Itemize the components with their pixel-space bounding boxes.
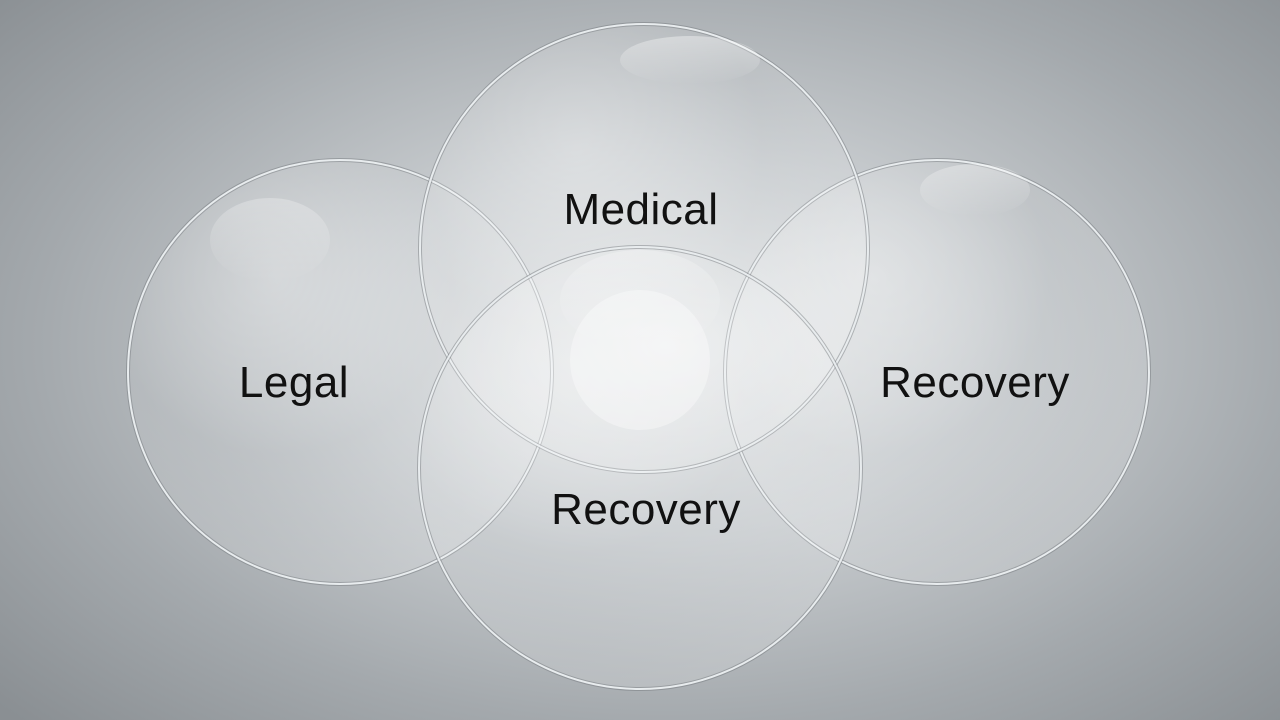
label-recovery-right: Recovery <box>880 358 1070 407</box>
label-medical: Medical <box>563 185 719 234</box>
center-glow <box>570 290 710 430</box>
label-recovery-bottom: Recovery <box>551 485 741 534</box>
label-legal: Legal <box>238 358 350 407</box>
circle-recovery-bottom <box>417 245 863 691</box>
